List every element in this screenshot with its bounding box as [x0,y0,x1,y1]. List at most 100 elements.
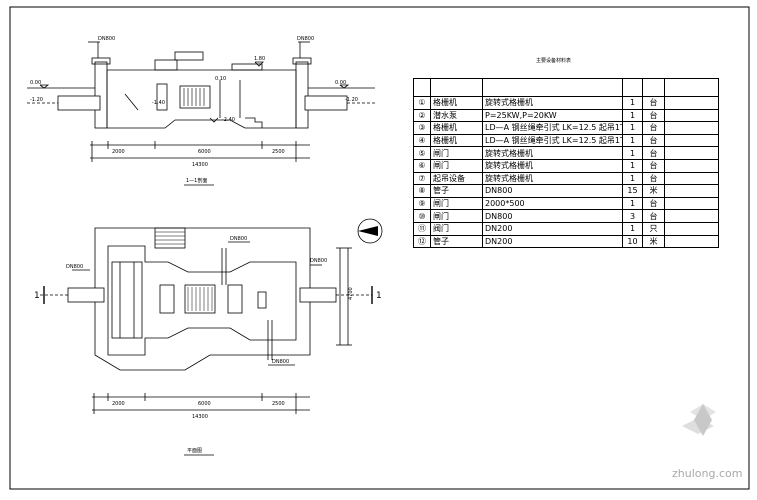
cell-remark [664,221,719,236]
cell-unit: 米 [642,234,665,249]
plan-title: 平面图 [187,448,202,454]
section-pipe-right-label: DN800 [297,36,314,42]
section-elev-pipe-right: -1.20 [345,97,358,103]
section-pipe-left-label: DN800 [98,36,115,42]
cell-unit: 只 [642,221,665,236]
cell-no: ⑧ [413,184,431,198]
cell-remark [664,158,719,173]
cell-unit: 台 [642,158,665,173]
cell-qty: 1 [622,121,643,135]
cell-name: 阀门 [430,221,483,236]
cell-spec: 旋转式格栅机 [482,158,623,173]
cell-unit: 台 [642,209,665,223]
section-dim-2: 6000 [198,149,211,155]
cell-qty: 1 [622,221,643,236]
section-elev-ground-left: 0.00 [30,80,41,86]
section-view [27,41,375,162]
cell-remark [664,133,719,148]
cell-unit: 台 [642,171,665,186]
plan-pipe-c-label: DN800 [66,264,83,270]
cell-no: ⑦ [413,171,431,186]
section-dim-1: 2000 [112,149,125,155]
cell-qty: 1 [622,96,643,110]
cell-no: ⑨ [413,196,431,211]
cell-unit: 台 [642,121,665,135]
cell-name: 潜水泵 [430,108,483,123]
cell-remark [664,184,719,198]
plan-pipe-d-label: DN800 [310,258,327,264]
section-elev-ground-right: 0.00 [335,80,346,86]
sheet-border [9,6,750,490]
cell-name: 起吊设备 [430,171,483,186]
plan-pipe-b-label: DN800 [272,359,289,365]
section-dim-3: 2500 [272,149,285,155]
section-dim-total: 14300 [192,162,208,168]
cell-spec: LD—A 钢丝绳牵引式 LK=12.5 起吊1T,P=2X0.8KW [482,133,623,148]
cell-name: 格栅机 [430,96,483,110]
table-header-row [413,78,719,97]
cell-spec: DN200 [482,221,623,236]
cell-remark [664,146,719,160]
cell-spec: 旋转式格栅机 [482,171,623,186]
section-elev-mid: 0.10 [215,76,226,82]
cell-qty: 15 [622,184,643,198]
cell-name: 闸门 [430,209,483,223]
plan-view [40,218,383,414]
cell-name: 闸门 [430,196,483,211]
cell-no: ④ [413,133,431,148]
cell-name: 格栅机 [430,133,483,148]
cell-spec: DN800 [482,209,623,223]
section-elev-pipe-left: -1.20 [30,97,43,103]
cell-unit: 米 [642,184,665,198]
cell-name: 闸门 [430,146,483,160]
cell-unit: 台 [642,108,665,123]
plan-dim-3: 2500 [272,401,285,407]
plan-dim-total: 14300 [192,414,208,420]
section-elev-bottom: -2.40 [222,117,235,123]
plan-side-dim: 4700 [348,287,354,300]
plan-pipe-a-label: DN800 [230,236,247,242]
cell-remark [664,96,719,110]
plan-dim-1: 2000 [112,401,125,407]
cell-remark [664,108,719,123]
cell-no: ⑤ [413,146,431,160]
cell-unit: 台 [642,146,665,160]
cell-unit: 台 [642,196,665,211]
cell-name: 格栅机 [430,121,483,135]
plan-cut-left: 1 [34,291,40,301]
watermark-logo-icon [682,404,716,436]
cell-no: ② [413,108,431,123]
cell-remark [664,209,719,223]
table-title: 主要设备材料表 [536,58,572,64]
cell-spec: 旋转式格栅机 [482,146,623,160]
plan-dim-2: 6000 [198,401,211,407]
cell-name: 管子 [430,234,483,249]
cell-remark [664,196,719,211]
cell-name: 闸门 [430,158,483,173]
plan-cut-right: 1 [376,291,382,301]
section-elev-top: 1.80 [254,56,265,62]
cell-spec: DN800 [482,184,623,198]
cell-spec: P=25KW,P=20KW [482,108,623,123]
cell-qty: 1 [622,171,643,186]
cell-qty: 1 [622,108,643,123]
cell-spec: 旋转式格栅机 [482,96,623,110]
cell-qty: 1 [622,196,643,211]
section-elev-inner: -1.40 [152,100,165,106]
cell-spec: LD—A 钢丝绳牵引式 LK=12.5 起吊1T,P=2X0.8KW [482,121,623,135]
cell-qty: 10 [622,234,643,249]
cell-no: ⑪ [413,221,431,236]
